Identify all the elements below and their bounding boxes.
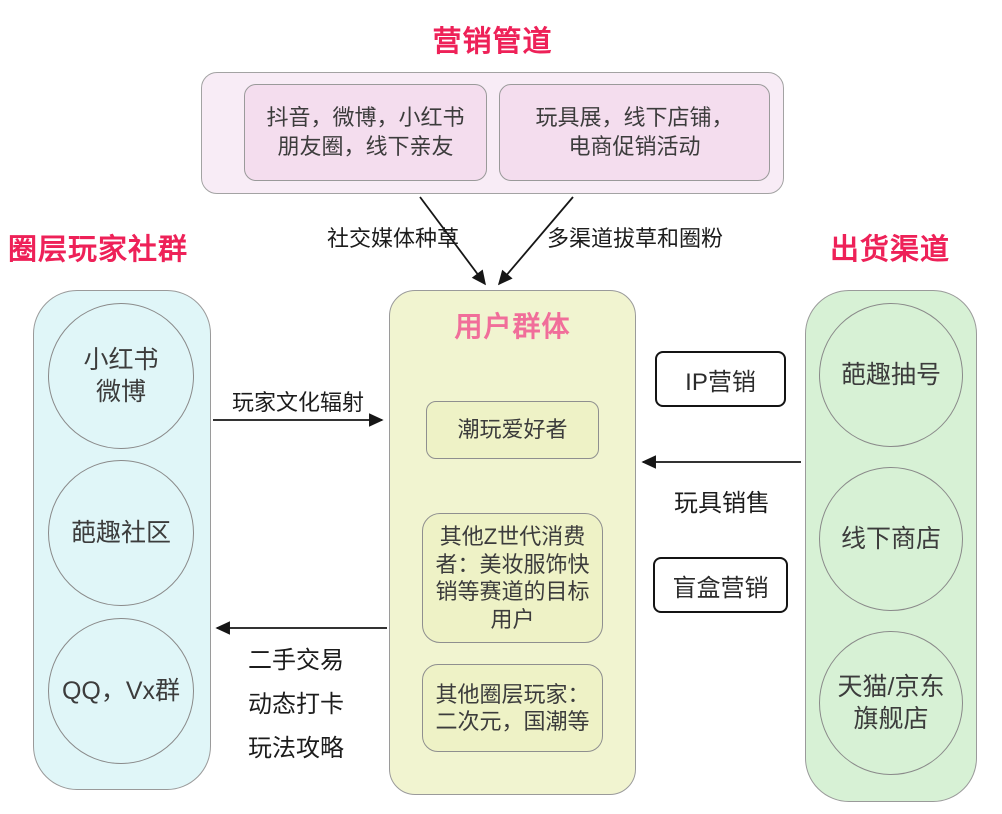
user-groups-box: 用户群体 潮玩爱好者 其他Z世代消费者：美妆服饰快销等赛道的目标用户 其他圈层玩… [389,290,636,795]
tactic-ip-marketing: IP营销 [655,351,786,407]
label-activity-checkin: 动态打卡 [248,691,344,718]
marketing-item-offline-events: 玩具展，线下店铺， 电商促销活动 [499,84,770,181]
label-social-media-seeding: 社交媒体种草 [326,226,459,251]
shipping-channels-title: 出货渠道 [829,234,950,266]
user-group-genz-consumers: 其他Z世代消费者：美妆服饰快销等赛道的目标用户 [422,513,603,643]
label-player-culture-radiation: 玩家文化辐射 [231,390,364,415]
community-title: 圈层玩家社群 [7,234,188,266]
user-group-other-circle-players: 其他圈层玩家：二次元，国潮等 [422,664,603,752]
community-circle-paqu: 葩趣社区 [48,460,194,606]
marketing-channels-group: 抖音，微博，小红书 朋友圈，线下亲友 玩具展，线下店铺， 电商促销活动 [201,72,784,194]
marketing-channels-title: 营销管道 [432,26,553,58]
label-toy-sales: 玩具销售 [674,490,770,517]
user-groups-title: 用户群体 [454,311,571,342]
player-community-group: 小红书 微博 葩趣社区 QQ，Vx群 [33,290,211,790]
shipping-circle-offline-stores: 线下商店 [819,467,963,611]
label-gameplay-guides: 玩法攻略 [248,735,344,762]
shipping-channels-group: 葩趣抽号 线下商店 天猫/京东 旗舰店 [805,290,977,802]
label-users-to-community-flows: 二手交易 动态打卡 玩法攻略 [248,640,344,763]
label-multichannel-conversion: 多渠道拔草和圈粉 [546,226,723,251]
tactic-blindbox-marketing: 盲盒营销 [653,557,788,613]
marketing-item-social-media: 抖音，微博，小红书 朋友圈，线下亲友 [244,84,487,181]
shipping-circle-tmall-jd: 天猫/京东 旗舰店 [819,631,963,775]
community-circle-xiaohongshu-weibo: 小红书 微博 [48,303,194,449]
community-circle-qq-wechat: QQ，Vx群 [48,618,194,764]
shipping-circle-paqu-lottery: 葩趣抽号 [819,303,963,447]
user-group-toy-enthusiasts: 潮玩爱好者 [426,401,599,459]
label-secondhand-trading: 二手交易 [248,647,344,674]
